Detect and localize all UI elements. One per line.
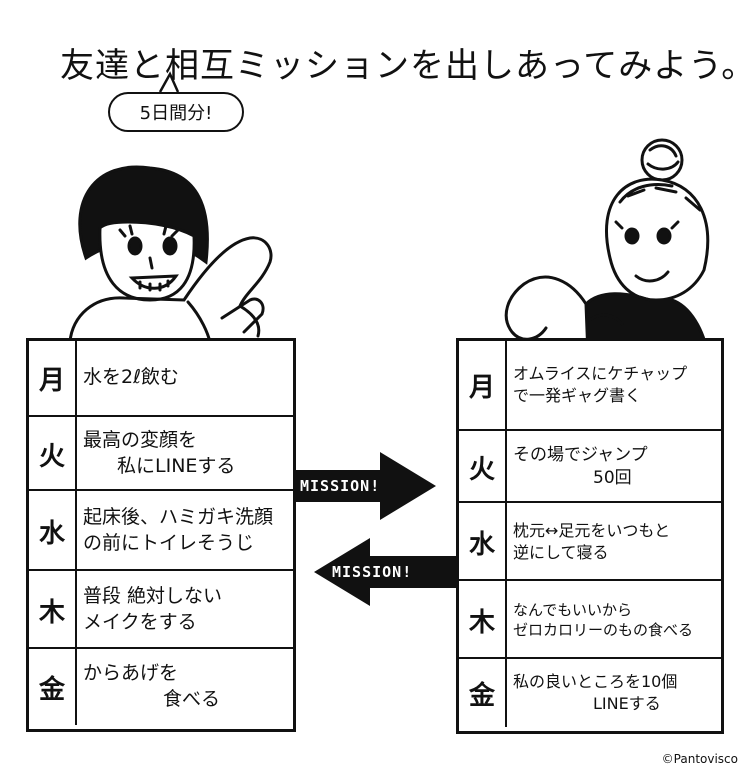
mission-text: なんでもいいから ゼロカロリーのもの食べる: [513, 600, 694, 639]
left-row-mon: 月 水を2ℓ飲む: [29, 341, 293, 415]
right-row-thu: 木 なんでもいいから ゼロカロリーのもの食べる: [459, 579, 721, 659]
day-label: 木: [459, 581, 507, 659]
mission-left-label: MISSION!: [332, 563, 413, 581]
mission-right-label: MISSION!: [300, 477, 381, 495]
right-row-wed: 水 枕元↔足元をいつもと 逆にして寝る: [459, 501, 721, 581]
right-row-tue: 火 その場でジャンプ 50回: [459, 429, 721, 503]
mission-text: 起床後、ハミガキ洗顔 の前にトイレそうじ: [83, 506, 274, 554]
day-label: 水: [29, 491, 77, 571]
day-label: 火: [459, 431, 507, 503]
left-row-thu: 木 普段 絶対しない メイクをする: [29, 569, 293, 649]
days-badge: 5日間分!: [108, 92, 244, 132]
right-character: [504, 138, 710, 358]
day-label: 木: [29, 571, 77, 649]
right-row-fri: 金 私の良いところを10個 LINEする: [459, 657, 721, 727]
day-label: 月: [459, 341, 507, 429]
left-row-tue: 火 最高の変顔を 私にLINEする: [29, 415, 293, 491]
day-label: 金: [29, 649, 77, 725]
left-mission-board: 月 水を2ℓ飲む 火 最高の変顔を 私にLINEする 水 起床後、ハミガキ洗顔 …: [26, 338, 296, 732]
copyright-credit: ©Pantovisco: [661, 752, 738, 766]
day-label: 火: [29, 417, 77, 491]
mission-text: 最高の変顔を 私にLINEする: [83, 429, 236, 477]
right-row-mon: 月 オムライスにケチャップ で一発ギャグ書く: [459, 341, 721, 429]
day-label: 水: [459, 503, 507, 581]
arrow-right-icon: [290, 452, 436, 520]
bubble-pointer: [158, 71, 180, 93]
arrow-left-icon: [314, 538, 458, 606]
mission-text: からあげを 食べる: [83, 662, 221, 710]
left-character: [68, 165, 273, 344]
page-title: 友達と相互ミッションを出しあってみよう。: [60, 46, 750, 86]
mission-text: その場でジャンプ 50回: [513, 445, 648, 488]
mission-text: 普段 絶対しない メイクをする: [83, 585, 223, 633]
mission-text: 水を2ℓ飲む: [83, 366, 179, 389]
mission-text: 枕元↔足元をいつもと 逆にして寝る: [513, 521, 671, 562]
right-mission-board: 月 オムライスにケチャップ で一発ギャグ書く 火 その場でジャンプ 50回 水 …: [456, 338, 724, 734]
mission-text: オムライスにケチャップ で一発ギャグ書く: [513, 364, 688, 405]
mission-text: 私の良いところを10個 LINEする: [513, 672, 678, 713]
day-label: 金: [459, 659, 507, 727]
day-label: 月: [29, 341, 77, 415]
left-row-fri: 金 からあげを 食べる: [29, 647, 293, 725]
left-row-wed: 水 起床後、ハミガキ洗顔 の前にトイレそうじ: [29, 489, 293, 571]
